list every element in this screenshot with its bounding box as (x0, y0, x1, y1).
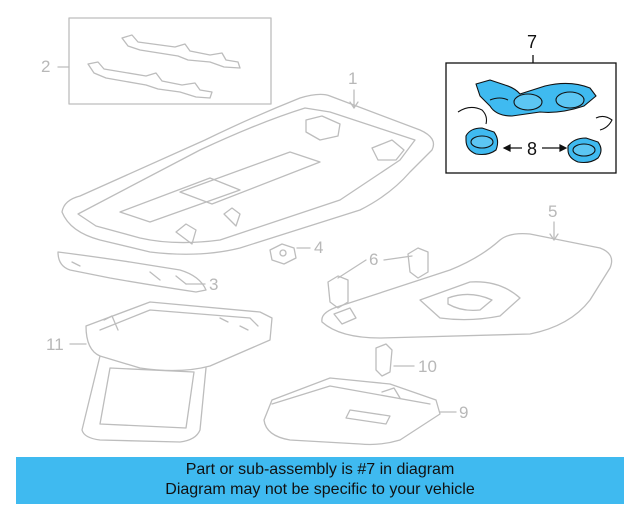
part-6-clips (327, 247, 429, 309)
callout-9: 9 (459, 403, 469, 422)
part-10-clip (375, 343, 393, 377)
part-7-console (475, 79, 597, 117)
callout-11: 11 (46, 335, 64, 354)
callout-5: 5 (548, 202, 558, 221)
callout-6: 6 (369, 250, 379, 269)
leader-6 (337, 255, 413, 279)
part-1-headliner (61, 93, 435, 255)
part-4-clip (269, 243, 297, 265)
callout-10: 10 (418, 357, 437, 376)
diagram-drawing (57, 17, 617, 446)
leader-5-arrow (549, 233, 559, 241)
part-5-console (321, 232, 613, 339)
part-8-lamps (457, 106, 613, 164)
banner-line-1: Part or sub-assembly is #7 in diagram (185, 461, 455, 478)
callout-8: 8 (527, 139, 538, 159)
banner-line-2: Diagram may not be specific to your vehi… (165, 481, 475, 498)
callout-2: 2 (41, 57, 51, 76)
callout-4: 4 (314, 238, 324, 257)
info-banner: Part or sub-assembly is #7 in diagram Di… (16, 457, 624, 504)
part-7-box (445, 55, 617, 174)
callout-3: 3 (209, 275, 219, 294)
part-11-monitor (81, 301, 273, 443)
leader-8 (502, 144, 568, 152)
parts-diagram: 7 8 2 1 4 5 6 3 11 10 9 (41, 17, 617, 446)
part-2-brackets (68, 17, 272, 105)
part-3-trim (57, 251, 207, 293)
callout-1: 1 (348, 69, 358, 88)
callout-7: 7 (527, 32, 538, 52)
leader-1-arrow (349, 101, 359, 109)
part-9-lamp (263, 377, 441, 446)
